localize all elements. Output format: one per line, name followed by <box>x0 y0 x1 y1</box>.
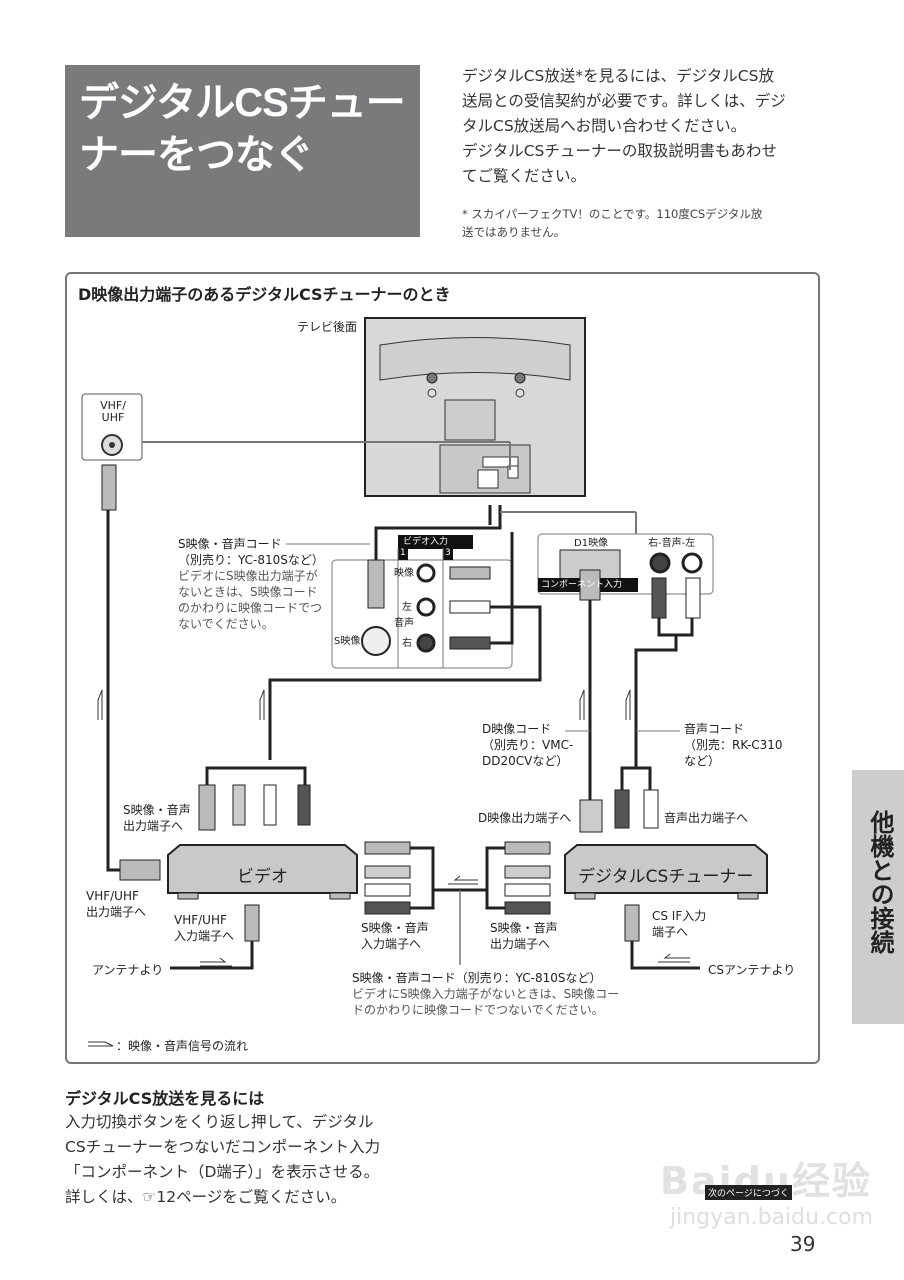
component-input-label: コンポーネント入力 <box>541 580 623 590</box>
continue-next-page: 次のページにつづく <box>705 1185 792 1200</box>
d-cord-label: D映像コード （別売り：VMC- DD20CVなど） <box>482 722 574 768</box>
cs-tuner-label: デジタルCSチューナー <box>578 867 754 887</box>
cs-if-in-label: CS IF入力 端子へ <box>652 909 707 939</box>
s-cord-top-title: S映像・音声コード （別売り：YC-810Sなど） <box>178 537 324 567</box>
intro-text: デジタルCS放送*を見るには、デジタルCS放 送局との受信契約が必要です。詳しく… <box>462 64 822 189</box>
video-input-header: ビデオ入力 <box>403 537 449 547</box>
antenna-from-label: アンテナより <box>92 963 164 977</box>
d1-label: D1映像 <box>574 538 609 549</box>
section-heading: デジタルCS放送を見るには <box>65 1089 265 1108</box>
watermark-url: jingyan.baidu.com <box>670 1205 874 1230</box>
section-line: 詳しくは、☞12ページをご覧ください。 <box>65 1188 347 1206</box>
page-number: 39 <box>790 1232 816 1256</box>
s-video-jack-label: S映像 <box>334 636 361 647</box>
intro-line: てご覧ください。 <box>462 167 587 185</box>
right-jack-label: 右 <box>402 638 412 649</box>
s-av-out-tuner-label: S映像・音声 出力端子へ <box>490 921 558 951</box>
intro-line: デジタルCS放送*を見るには、デジタルCS放 <box>462 67 774 85</box>
video-input-col1: 1 <box>400 548 406 558</box>
footnote: * スカイパーフェクTV！のことです。110度CSデジタル放 送ではありません。 <box>462 207 763 239</box>
chapter-tab-label: 他機との接続 <box>866 810 894 954</box>
page-title: デジタルCSチュー ナーをつなぐ <box>79 81 406 177</box>
left-jack-label: 左 <box>402 602 412 613</box>
s-cord-top-note: ビデオにS映像出力端子が ないときは、S映像コード のかわりに映像コードでつ な… <box>178 569 323 631</box>
audio-cord-label: 音声コード （別売：RK-C310 など） <box>684 722 783 768</box>
vhf-in-label: VHF/UHF 入力端子へ <box>174 913 235 943</box>
section-line: 「コンポーネント（D端子）」を表示させる。 <box>65 1163 380 1181</box>
vhf-uhf-jack-label: VHF/ UHF <box>100 399 126 424</box>
cs-antenna-from-label: CSアンテナより <box>708 963 796 977</box>
section-line: 入力切換ボタンをくり返し押して、デジタル <box>65 1113 374 1131</box>
audio-label: 音声 <box>394 618 414 629</box>
s-cord-bottom-note: ビデオにS映像入力端子がないときは、S映像コー ドのかわりに映像コードでつないで… <box>352 987 620 1017</box>
component-audio-label: 右-音声-左 <box>648 538 696 549</box>
section-line: CSチューナーをつないだコンポーネント入力 <box>65 1138 381 1156</box>
antenna-wall-jack <box>81 393 511 470</box>
audio-out-label: 音声出力端子へ <box>664 811 749 825</box>
video-jack-label: 映像 <box>394 568 414 579</box>
tv-rear-label: テレビ後面 <box>297 320 358 334</box>
title-banner: デジタルCSチュー ナーをつなぐ <box>65 65 420 237</box>
legend-signal-flow: ：映像・音声信号の流れ <box>116 1039 249 1053</box>
intro-line: 送局との受信契約が必要です。詳しくは、デジ <box>462 92 786 110</box>
s-cord-bottom-title: S映像・音声コード（別売り：YC-810Sなど） <box>352 971 602 985</box>
video-deck-label: ビデオ <box>237 867 288 887</box>
intro-line: デジタルCSチューナーの取扱説明書もあわせ <box>462 142 777 160</box>
cs-tuner <box>564 844 768 900</box>
chapter-tab: 他機との接続 <box>852 770 904 1024</box>
video-input-col3: 3 <box>445 548 451 558</box>
tv-rear-illustration <box>364 317 586 497</box>
s-av-in-label: S映像・音声 入力端子へ <box>361 921 429 951</box>
d-out-label: D映像出力端子へ <box>478 811 572 825</box>
s-av-cord-bottom <box>364 841 551 965</box>
diagram-heading: D映像出力端子のあるデジタルCSチューナーのとき <box>78 285 451 304</box>
s-av-out-video-label: S映像・音声 出力端子へ <box>123 803 191 833</box>
vhf-out-label: VHF/UHF 出力端子へ <box>86 889 147 919</box>
video-deck <box>167 844 358 900</box>
section-body: 入力切換ボタンをくり返し押して、デジタル CSチューナーをつないだコンポーネント… <box>65 1110 425 1210</box>
intro-line: タルCS放送局へお問い合わせください。 <box>462 117 747 135</box>
